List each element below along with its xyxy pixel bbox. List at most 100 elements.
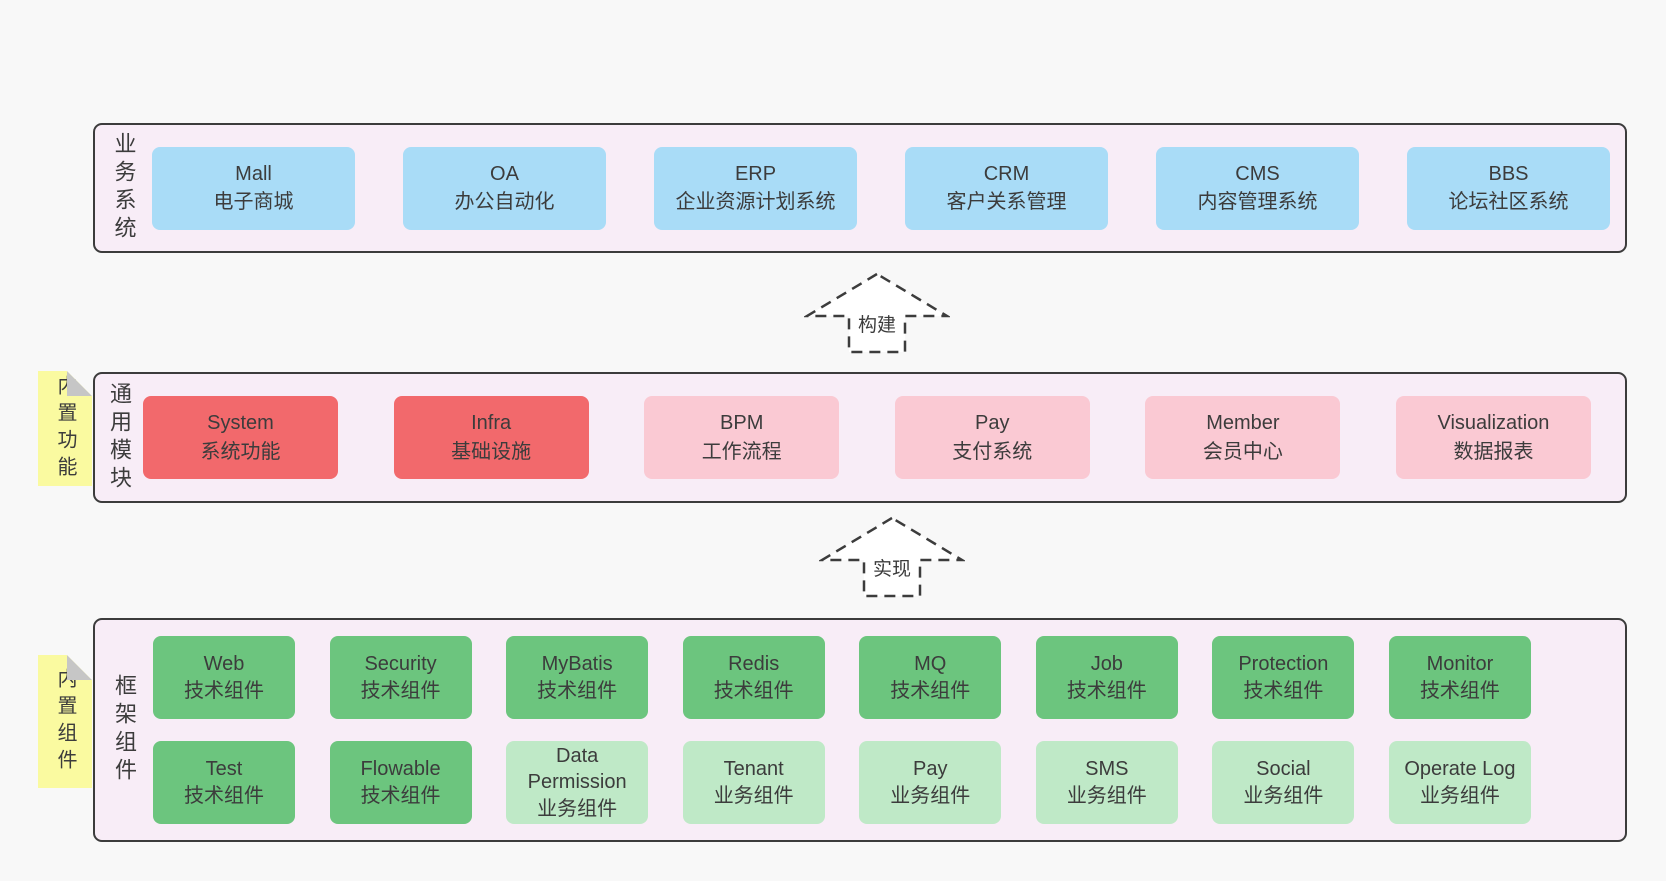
- box-desc: 技术组件: [537, 679, 618, 702]
- box-name: MyBatis: [541, 653, 613, 676]
- box-desc: 办公自动化: [454, 191, 555, 213]
- band-framework-components: 框架组件 Web 技术组件 Security 技术组件 MyBatis 技术组件…: [93, 618, 1627, 842]
- box-mq: MQ 技术组件: [859, 636, 1002, 719]
- box-name: Pay: [975, 412, 1010, 435]
- box-name: Infra: [471, 412, 512, 435]
- box-system: System 系统功能: [143, 396, 338, 479]
- sticky-text: 内置功能: [54, 374, 76, 483]
- arrow-implement-label: 实现: [867, 556, 917, 583]
- box-desc: 内容管理系统: [1197, 191, 1318, 213]
- box-desc: 基础设施: [451, 440, 532, 463]
- box-desc: 系统功能: [200, 440, 281, 463]
- band-business-content: Mall 电子商城 OA 办公自动化 ERP 企业资源计划系统 CRM 客户关系…: [152, 125, 1625, 251]
- box-desc: 业务组件: [1419, 784, 1500, 807]
- box-desc: 客户关系管理: [946, 191, 1067, 213]
- box-name: Web: [203, 653, 245, 676]
- box-name: Protection: [1238, 653, 1329, 676]
- box-job: Job 技术组件: [1035, 636, 1178, 719]
- band-framework-label: 框架组件: [112, 674, 137, 786]
- box-desc: 业务组件: [1066, 784, 1147, 807]
- box-operate-log: Operate Log 业务组件: [1388, 741, 1531, 824]
- band-business-label-column: 业务系统: [95, 125, 152, 251]
- band-framework-content: Web 技术组件 Security 技术组件 MyBatis 技术组件 Redi…: [153, 620, 1625, 840]
- box-name: System: [207, 412, 274, 435]
- box-name: Tenant: [723, 758, 784, 781]
- box-name: BBS: [1488, 162, 1529, 185]
- box-mall: Mall 电子商城: [152, 146, 355, 230]
- box-name: ERP: [734, 162, 777, 185]
- sticky-text: 内置组件: [54, 667, 76, 776]
- box-desc: 技术组件: [1243, 679, 1324, 702]
- box-name: Redis: [728, 653, 780, 676]
- box-name: Job: [1090, 653, 1123, 676]
- box-desc: 业务组件: [537, 797, 618, 820]
- box-data-permission: Data Permission 业务组件: [506, 741, 649, 824]
- box-crm: CRM 客户关系管理: [905, 146, 1108, 230]
- box-name: Test: [205, 758, 243, 781]
- box-infra: Infra 基础设施: [393, 396, 589, 479]
- box-cms: CMS 内容管理系统: [1156, 146, 1359, 230]
- box-tenant: Tenant 业务组件: [682, 741, 825, 824]
- box-desc: 工作流程: [701, 440, 782, 463]
- box-name: Member: [1206, 412, 1280, 435]
- box-pay-component: Pay 业务组件: [859, 741, 1002, 824]
- box-web: Web 技术组件: [153, 636, 295, 719]
- box-security: Security 技术组件: [329, 636, 472, 719]
- box-desc: 技术组件: [360, 679, 441, 702]
- box-name: Mall: [235, 162, 272, 185]
- box-name: Pay: [913, 758, 948, 781]
- box-name: OA: [490, 162, 519, 185]
- arrow-build-label: 构建: [852, 312, 902, 339]
- sticky-note-built-in-features: 内置功能: [38, 371, 92, 486]
- box-oa: OA 办公自动化: [403, 146, 606, 230]
- box-desc: 业务组件: [713, 784, 794, 807]
- box-desc: 技术组件: [184, 784, 264, 807]
- box-name: SMS: [1085, 758, 1129, 781]
- box-pay-module: Pay 支付系统: [894, 396, 1090, 479]
- box-name: MQ: [914, 653, 947, 676]
- box-desc: 技术组件: [890, 679, 971, 702]
- box-name: Flowable: [360, 758, 441, 781]
- box-desc: 业务组件: [890, 784, 971, 807]
- sticky-note-built-in-components: 内置组件: [38, 655, 92, 788]
- box-desc: 会员中心: [1202, 440, 1283, 463]
- box-bpm: BPM 工作流程: [644, 396, 840, 479]
- box-desc: 支付系统: [952, 440, 1033, 463]
- band-modules-content: System 系统功能 Infra 基础设施 BPM 工作流程 Pay 支付系统…: [143, 374, 1625, 501]
- box-desc: 技术组件: [1419, 679, 1500, 702]
- box-desc: 技术组件: [184, 679, 264, 702]
- band-common-modules: 通用模块 System 系统功能 Infra 基础设施 BPM 工作流程 Pay…: [93, 372, 1627, 503]
- box-social: Social 业务组件: [1212, 741, 1355, 824]
- box-desc: 技术组件: [713, 679, 794, 702]
- box-name: CMS: [1235, 162, 1280, 185]
- band-framework-label-column: 框架组件: [95, 620, 153, 840]
- box-desc: 数据报表: [1453, 440, 1534, 463]
- band-modules-label: 通用模块: [107, 381, 132, 494]
- band-business-label: 业务系统: [111, 132, 137, 244]
- box-name: Social: [1256, 758, 1311, 781]
- box-test: Test 技术组件: [153, 741, 295, 824]
- box-protection: Protection 技术组件: [1212, 636, 1355, 719]
- box-name: Operate Log: [1404, 758, 1516, 781]
- box-name: BPM: [720, 412, 764, 435]
- box-name: Data Permission: [527, 744, 627, 794]
- arrow-build: 构建: [804, 271, 950, 355]
- box-name: CRM: [983, 162, 1030, 185]
- box-desc: 企业资源计划系统: [675, 191, 836, 213]
- box-member: Member 会员中心: [1145, 396, 1341, 479]
- box-mybatis: MyBatis 技术组件: [506, 636, 649, 719]
- band-business-systems: 业务系统 Mall 电子商城 OA 办公自动化 ERP 企业资源计划系统 CRM…: [93, 123, 1627, 253]
- box-name: Visualization: [1437, 412, 1550, 435]
- box-erp: ERP 企业资源计划系统: [654, 146, 857, 230]
- box-desc: 论坛社区系统: [1448, 191, 1569, 213]
- box-name: Monitor: [1426, 653, 1494, 676]
- box-sms: SMS 业务组件: [1035, 741, 1178, 824]
- band-modules-label-column: 通用模块: [95, 374, 143, 501]
- box-desc: 电子商城: [213, 191, 294, 213]
- box-desc: 技术组件: [360, 784, 441, 807]
- box-visualization: Visualization 数据报表: [1395, 396, 1591, 479]
- box-redis: Redis 技术组件: [682, 636, 825, 719]
- box-name: Security: [364, 653, 437, 676]
- arrow-implement: 实现: [819, 515, 965, 599]
